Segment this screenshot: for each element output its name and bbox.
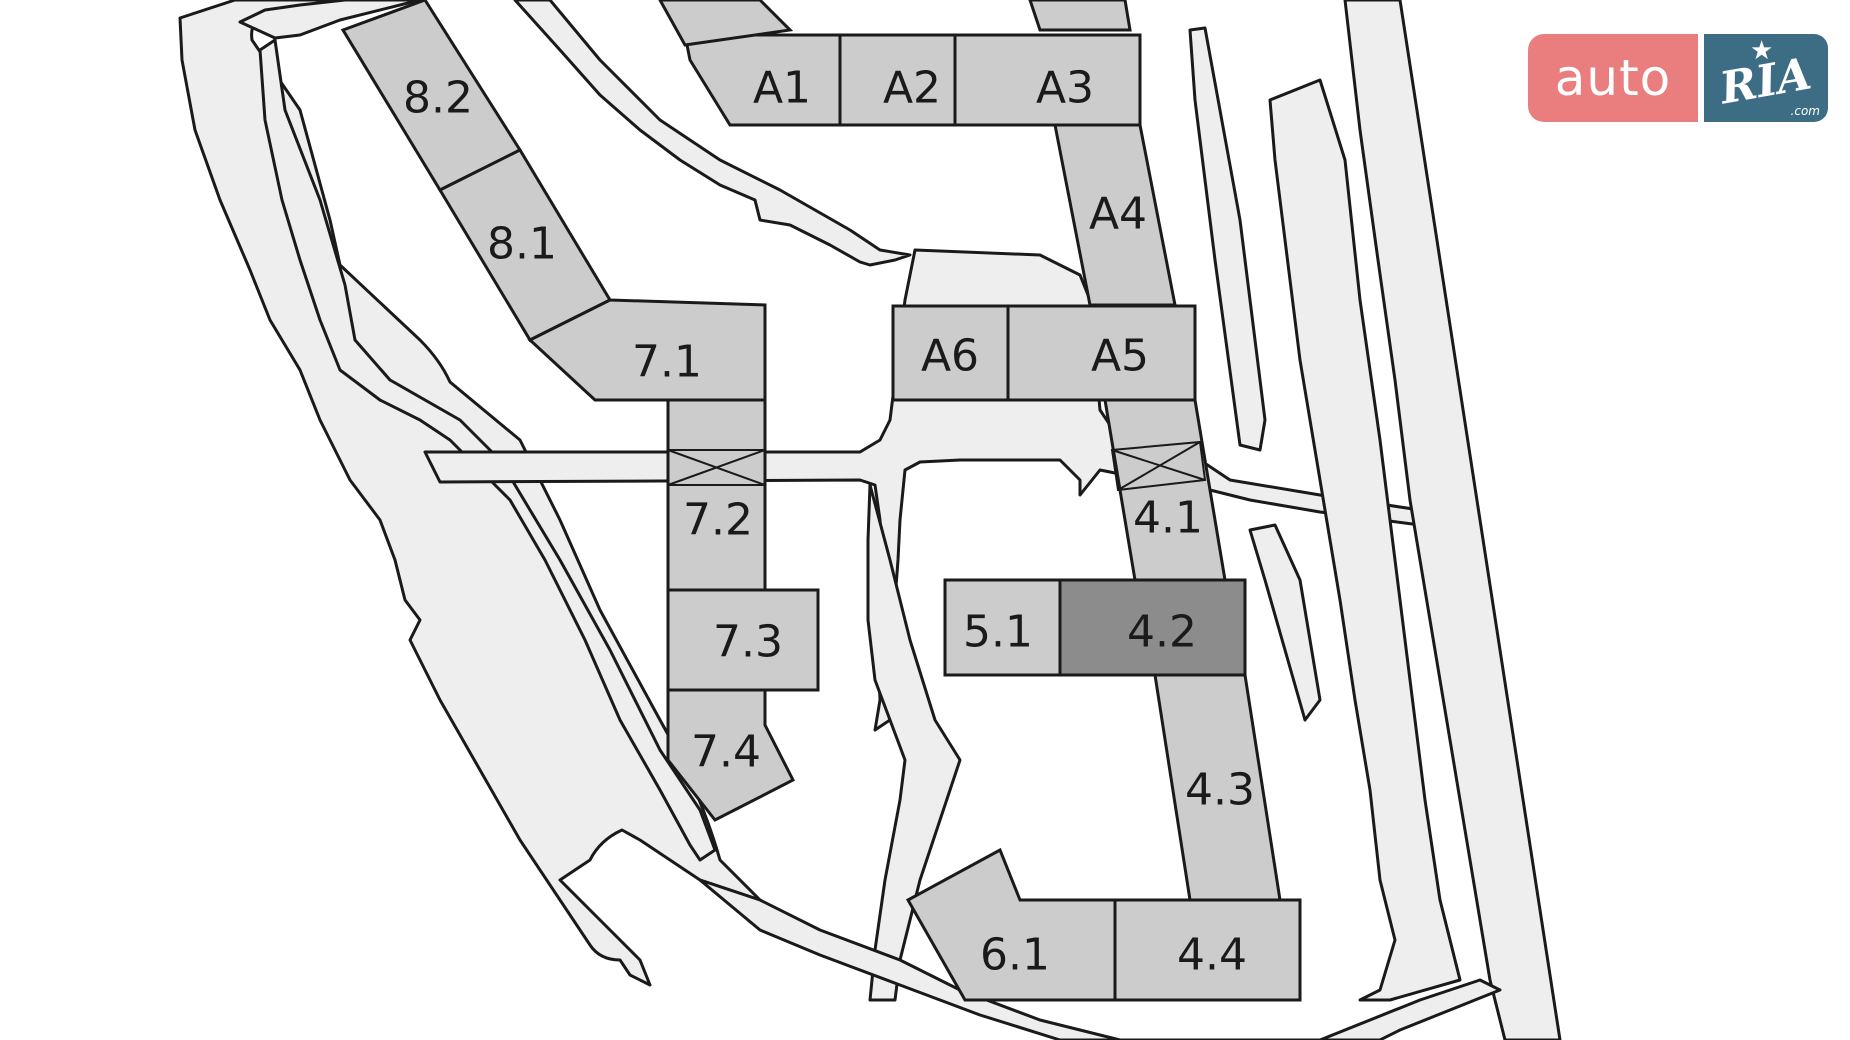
- building-A2[interactable]: [838, 33, 957, 127]
- north-diagonal-road: [513, 0, 912, 267]
- building-A5[interactable]: [1006, 304, 1197, 402]
- building-7.1[interactable]: [527, 298, 767, 402]
- building-7.3[interactable]: [666, 588, 820, 692]
- building-6.1[interactable]: [905, 847, 1117, 1002]
- central-south-road: [866, 483, 962, 1002]
- building-A3[interactable]: [953, 33, 1142, 127]
- underpass-marker-7: [667, 449, 766, 486]
- star-icon: ★: [1750, 36, 1774, 66]
- east-parallel-lane: [1268, 78, 1462, 1002]
- building-5.1[interactable]: [943, 578, 1062, 677]
- building-4.3[interactable]: [1153, 673, 1282, 902]
- parking-strip-middle: [1248, 523, 1322, 722]
- buildings: [340, 0, 1302, 1002]
- northwest-loop: [238, 0, 422, 40]
- building-A6[interactable]: [891, 304, 1010, 402]
- logo-ria-part: ★ RIA .com: [1704, 34, 1828, 122]
- building-A-north-strip-2[interactable]: [1028, 0, 1132, 32]
- logo-auto-part: auto: [1528, 34, 1698, 122]
- building-7.4[interactable]: [666, 688, 796, 822]
- east-vertical-road: [1343, 0, 1562, 1040]
- logo-com-text: .com: [1790, 104, 1820, 118]
- roads: [178, 0, 1562, 1040]
- building-A-north-strip[interactable]: [658, 0, 794, 47]
- parking-strip-north: [1188, 26, 1267, 452]
- building-4.2[interactable]: [1058, 578, 1247, 677]
- underpass-marker-4: [1110, 440, 1207, 492]
- west-inner-path: [258, 38, 717, 862]
- building-8.2[interactable]: [340, 0, 523, 192]
- south-road: [698, 878, 1502, 1040]
- building-4.4[interactable]: [1113, 898, 1302, 1002]
- building-A1[interactable]: [683, 33, 842, 127]
- building-7.2[interactable]: [666, 398, 767, 592]
- autoria-logo[interactable]: auto ★ RIA .com: [1528, 34, 1828, 122]
